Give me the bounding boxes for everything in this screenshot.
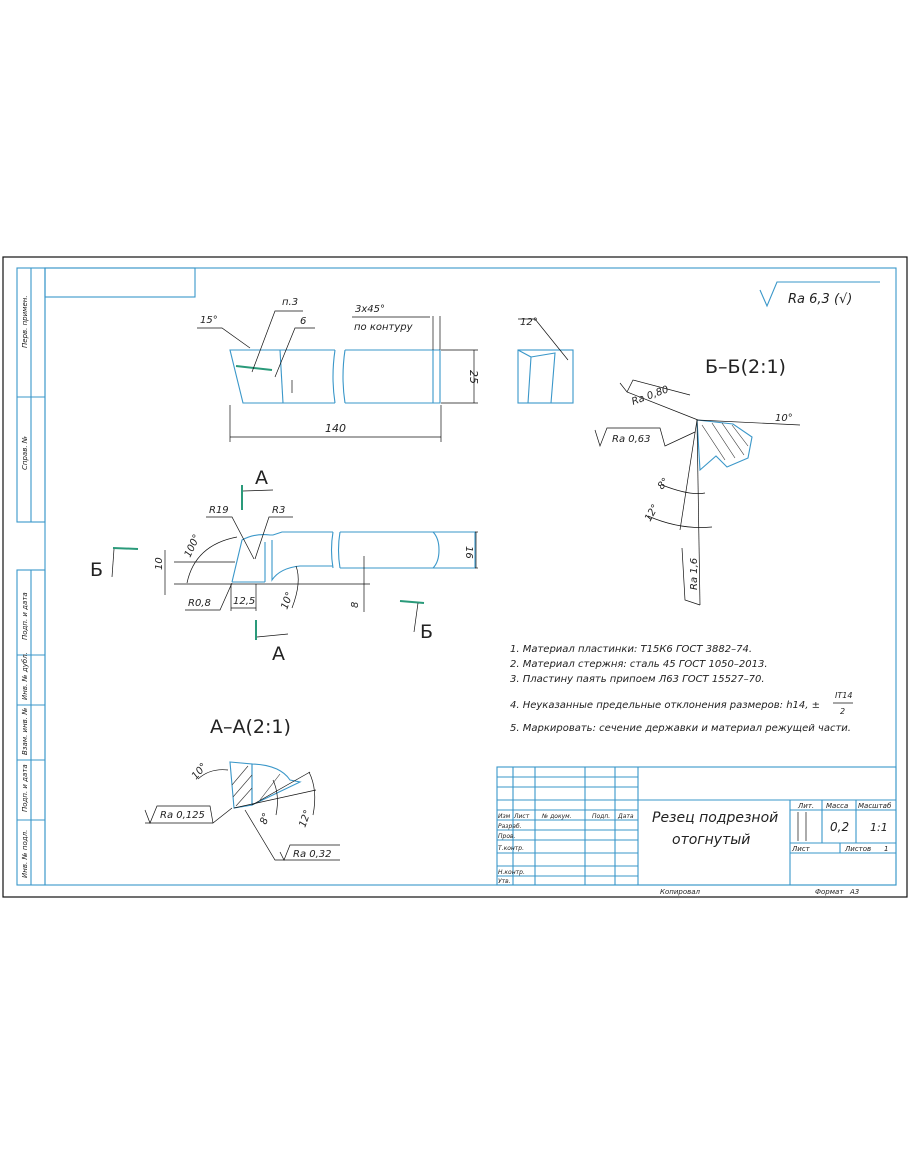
svg-text:Ra 0,125: Ra 0,125 xyxy=(160,810,205,821)
fraction-numerator: IT14 xyxy=(835,691,852,700)
svg-text:Лит.: Лит. xyxy=(797,802,814,810)
side-label: Перв. примен. xyxy=(21,295,29,348)
svg-text:6: 6 xyxy=(300,316,306,327)
cut-label-a-top: А xyxy=(255,467,268,489)
svg-text:А3: А3 xyxy=(849,888,859,896)
svg-text:Формат: Формат xyxy=(815,888,844,896)
svg-text:№ докум.: № докум. xyxy=(541,813,572,820)
svg-text:Т.контр.: Т.контр. xyxy=(498,845,524,852)
note: 4. Неуказанные предельные отклонения раз… xyxy=(510,700,820,711)
svg-text:п.3: п.3 xyxy=(282,297,298,308)
cut-label-b-right: Б xyxy=(420,621,433,643)
svg-text:16: 16 xyxy=(463,546,474,559)
svg-text:Разраб.: Разраб. xyxy=(498,823,522,830)
svg-text:Масса: Масса xyxy=(826,802,848,810)
svg-text:R19: R19 xyxy=(209,505,229,516)
svg-text:Дата: Дата xyxy=(617,813,634,820)
note: 5. Маркировать: сечение державки и матер… xyxy=(510,723,851,734)
svg-text:Копировал: Копировал xyxy=(660,888,701,896)
cut-label-b-left: Б xyxy=(90,559,103,581)
section-a-a: А–А(2:1) 10° 8° 12° Ra 0,125 Ra 0,32 xyxy=(144,716,340,861)
svg-text:140: 140 xyxy=(325,422,346,435)
technical-notes: 1. Материал пластинки: Т15К6 ГОСТ 3882–7… xyxy=(510,644,853,734)
svg-text:0,2: 0,2 xyxy=(830,820,849,834)
svg-text:Пров.: Пров. xyxy=(498,833,516,840)
svg-text:Ra 0,63: Ra 0,63 xyxy=(612,434,651,445)
svg-text:8°: 8° xyxy=(656,476,672,492)
svg-text:Ra 0,32: Ra 0,32 xyxy=(293,849,332,860)
svg-text:Лист: Лист xyxy=(791,845,811,853)
svg-text:1:1: 1:1 xyxy=(870,821,888,834)
svg-text:R3: R3 xyxy=(272,505,285,516)
side-label: Подп. и дата xyxy=(21,764,29,812)
top-left-box xyxy=(44,267,196,298)
svg-text:Подп.: Подп. xyxy=(592,813,610,820)
svg-text:12°: 12° xyxy=(520,317,538,328)
section-a-a-title: А–А(2:1) xyxy=(210,716,291,738)
side-label: Инв. № подл. xyxy=(21,830,29,878)
side-label: Справ. № xyxy=(21,436,29,470)
svg-text:8: 8 xyxy=(350,602,361,608)
svg-text:10°: 10° xyxy=(775,413,793,424)
svg-text:Масштаб: Масштаб xyxy=(858,802,892,810)
svg-text:Изм: Изм xyxy=(498,813,511,820)
note: 2. Материал стержня: сталь 45 ГОСТ 1050–… xyxy=(510,659,768,670)
svg-text:R0,8: R0,8 xyxy=(188,598,211,609)
plan-view: 10 100° R19 R3 R0,8 12,5 10° 8 16 А А Б … xyxy=(90,467,478,665)
side-label: Подп. и дата xyxy=(21,592,29,640)
side-label: Инв. № дубл. xyxy=(21,652,29,700)
svg-text:Н.контр.: Н.контр. xyxy=(498,869,525,876)
drawing-name: Резец подрезной xyxy=(652,810,778,826)
fraction-denominator: 2 xyxy=(840,707,845,716)
note: 1. Материал пластинки: Т15К6 ГОСТ 3882–7… xyxy=(510,644,752,655)
note: 3. Пластину паять припоем Л63 ГОСТ 15527… xyxy=(510,674,765,685)
front-view: 140 25 3x45° по контуру 15° п.3 6 xyxy=(197,297,480,442)
drawing-name: отогнутый xyxy=(672,832,750,848)
general-roughness: Ra 6,3 (√) xyxy=(759,281,880,308)
svg-text:25: 25 xyxy=(467,370,480,384)
svg-text:по контуру: по контуру xyxy=(354,322,414,333)
svg-text:10: 10 xyxy=(154,557,165,570)
cut-label-a-bottom: А xyxy=(272,643,285,665)
svg-text:Лист: Лист xyxy=(513,813,530,820)
svg-text:100°: 100° xyxy=(183,533,203,559)
svg-text:Ra 1,6: Ra 1,6 xyxy=(689,558,700,590)
section-b-b-title: Б–Б(2:1) xyxy=(705,356,786,378)
svg-text:10°: 10° xyxy=(279,591,295,611)
section-b-b: Б–Б(2:1) Ra 0,80 Ra 0,63 10° 8° 12° Ra 1… xyxy=(594,356,801,606)
svg-text:12°: 12° xyxy=(297,809,313,829)
side-strip: Перв. примен. Справ. № Подп. и дата Инв.… xyxy=(16,267,46,886)
svg-text:12,5: 12,5 xyxy=(233,596,255,607)
side-label: Взам. инв. № xyxy=(21,707,29,755)
svg-text:Ra 6,3 (√): Ra 6,3 (√) xyxy=(788,292,852,307)
svg-text:10°: 10° xyxy=(190,761,210,782)
svg-text:3x45°: 3x45° xyxy=(355,304,385,315)
title-block: Изм Лист № докум. Подп. Дата Разраб. Про… xyxy=(496,766,897,896)
svg-text:Листов: Листов xyxy=(844,845,871,853)
outer-border xyxy=(2,256,908,898)
svg-text:8°: 8° xyxy=(258,812,272,826)
svg-text:Утв.: Утв. xyxy=(498,878,511,885)
svg-text:15°: 15° xyxy=(200,315,218,326)
svg-text:Ra 0,80: Ra 0,80 xyxy=(630,384,670,408)
end-view: 12° xyxy=(517,317,574,404)
svg-text:1: 1 xyxy=(884,845,888,853)
